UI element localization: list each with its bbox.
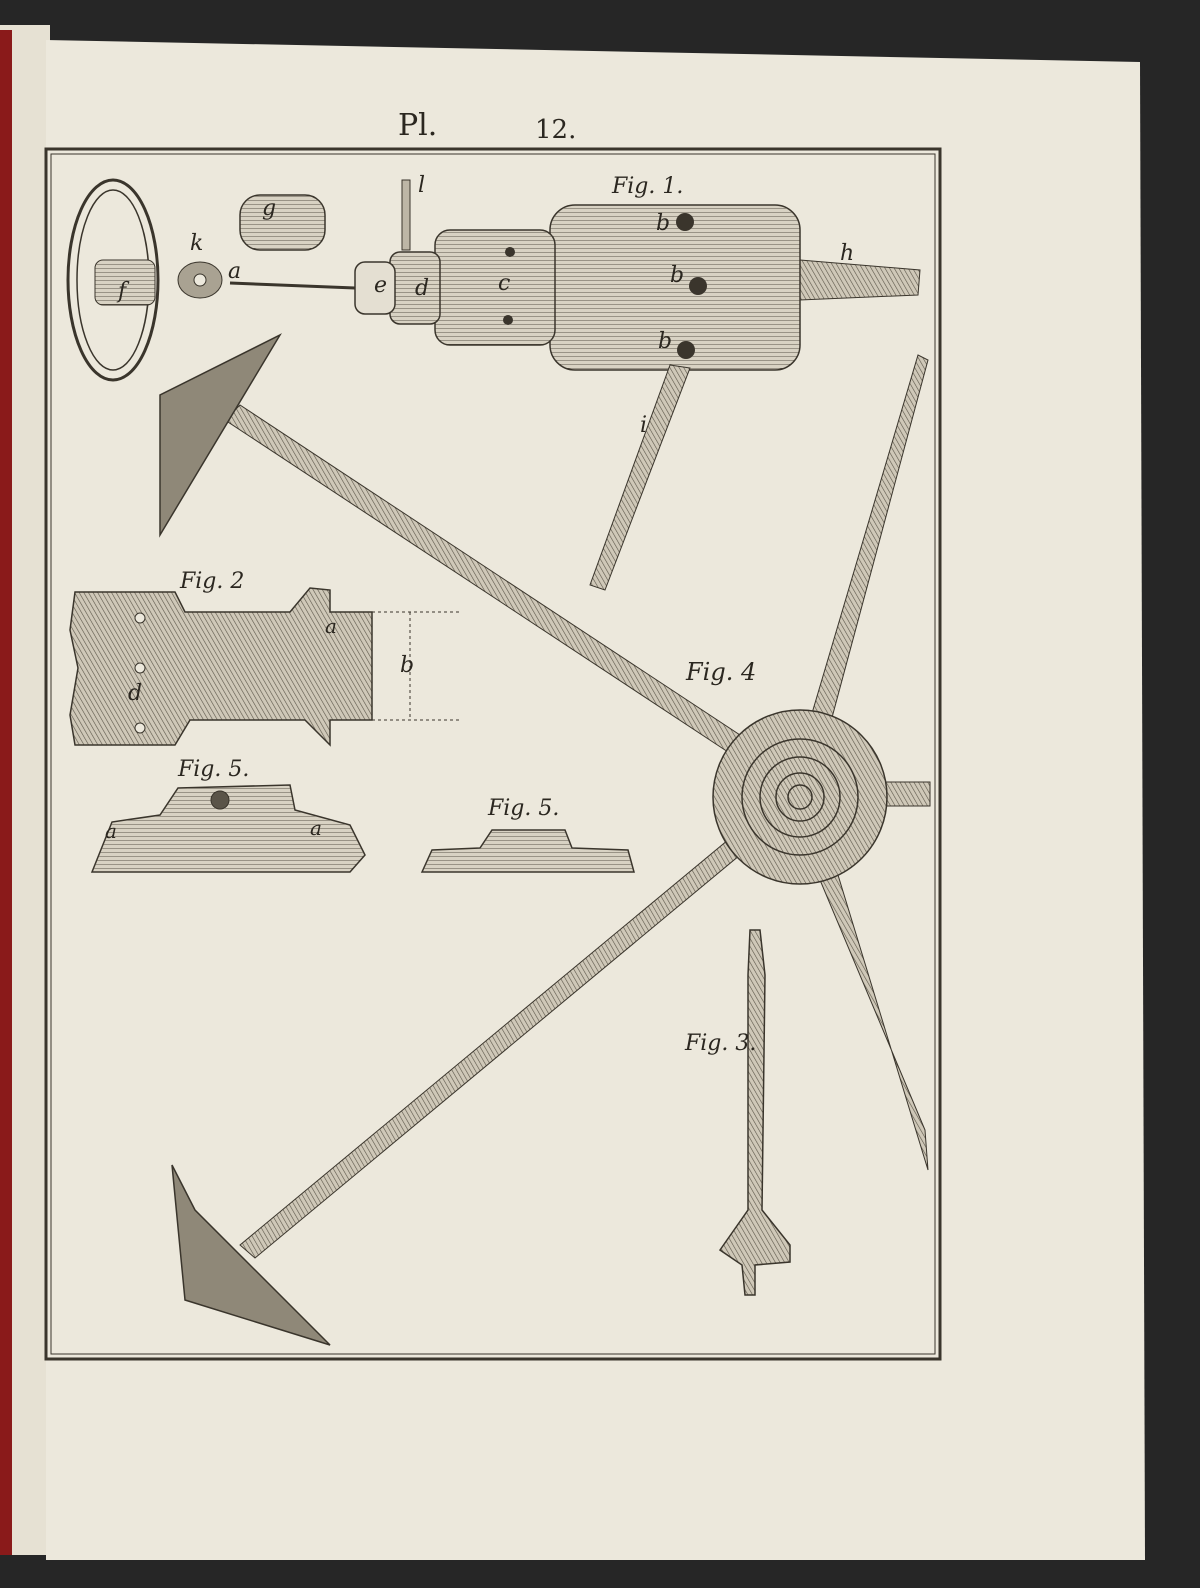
- tool-i: [589, 364, 691, 591]
- rod-l: [401, 179, 411, 251]
- label-g: g: [262, 196, 276, 221]
- fig5-piece-profile: [420, 829, 635, 873]
- cylinder-g: [239, 194, 326, 251]
- cage-f: [66, 178, 160, 382]
- spoke-right: [884, 781, 931, 807]
- fig4-wheel: [159, 333, 931, 1346]
- label-e: e: [374, 273, 387, 298]
- cylinder-mid: [434, 229, 556, 346]
- fig5-label-a-1: a: [105, 819, 117, 843]
- pin-a: [229, 281, 356, 290]
- fig2-label-a: a: [325, 614, 337, 638]
- fig4-caption: Fig. 4: [685, 658, 756, 686]
- label-d: d: [415, 276, 429, 301]
- hub: [712, 709, 888, 885]
- fig5-piece-perspective: [90, 784, 366, 873]
- plate-number: 12.: [535, 115, 576, 145]
- label-b-1: b: [656, 211, 670, 236]
- fig2-block: [69, 587, 373, 747]
- label-l: l: [418, 173, 425, 198]
- fig5a-caption: Fig. 5.: [177, 757, 249, 782]
- fig5b-caption: Fig. 5.: [487, 796, 559, 821]
- blade-upper-left: [159, 333, 282, 538]
- label-i: i: [640, 413, 647, 438]
- plate-frame-outer: [44, 147, 942, 1361]
- fig2-label-b: b: [400, 653, 414, 678]
- fig1-caption: Fig. 1.: [611, 174, 683, 199]
- fig5-label-a-2: a: [310, 816, 322, 840]
- label-k: k: [190, 231, 203, 256]
- label-c: c: [498, 271, 510, 296]
- label-h: h: [840, 241, 854, 266]
- blade-lower-left: [171, 1164, 331, 1346]
- cylinder-f: [94, 259, 156, 306]
- label-a: a: [228, 259, 241, 284]
- fig2-label-d: d: [128, 681, 142, 706]
- fig1-assembly: [66, 178, 921, 591]
- label-b-2: b: [670, 263, 684, 288]
- binding: [0, 30, 12, 1555]
- fig2-caption: Fig. 2: [179, 569, 244, 594]
- label-b-3: b: [658, 329, 672, 354]
- fig3-caption-fig: Fig. 3.: [684, 1031, 756, 1056]
- plate-frame-inner: [50, 153, 936, 1355]
- plate-prefix: Pl.: [398, 108, 437, 143]
- fig3-tool: [718, 929, 791, 1296]
